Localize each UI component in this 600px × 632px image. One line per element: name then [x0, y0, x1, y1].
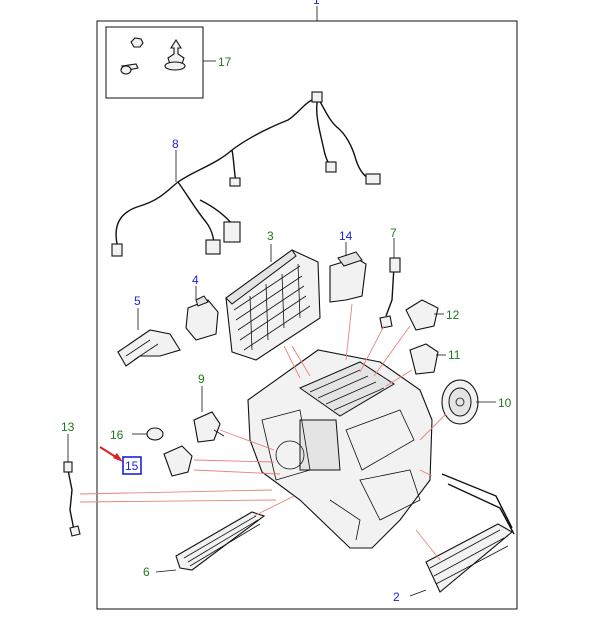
side-panel — [155, 511, 266, 573]
callout-11[interactable]: 11 — [448, 348, 461, 362]
callout-15-highlight — [122, 456, 142, 475]
clip-part — [130, 37, 144, 48]
diagram-frame — [96, 20, 518, 610]
callout-arrow — [99, 446, 123, 462]
heater-core — [409, 473, 515, 597]
callout-6[interactable]: 6 — [143, 565, 150, 579]
push-pin-part — [164, 38, 186, 71]
screw-part — [120, 63, 139, 75]
callout-8[interactable]: 8 — [172, 137, 179, 151]
callout-14[interactable]: 14 — [339, 229, 353, 243]
actuator-9 — [193, 386, 225, 443]
hvac-housing — [247, 349, 433, 549]
cable-13 — [63, 434, 81, 537]
callout-10[interactable]: 10 — [498, 396, 512, 410]
callout-4[interactable]: 4 — [192, 273, 199, 287]
duct-part — [117, 308, 181, 367]
actuator-15 — [163, 445, 193, 477]
wiring-harness — [111, 91, 381, 257]
callout-7[interactable]: 7 — [390, 226, 397, 240]
callout-15[interactable]: 15 — [125, 459, 139, 473]
callout-5[interactable]: 5 — [134, 294, 141, 308]
leader-lines — [79, 303, 447, 561]
grommet-part — [132, 427, 164, 441]
callout-17[interactable]: 17 — [218, 55, 232, 69]
fasteners-inset — [105, 26, 216, 99]
callout-2[interactable]: 2 — [393, 590, 400, 604]
evaporator-core — [225, 244, 321, 361]
actuator-12 — [405, 299, 444, 331]
actuator-11 — [409, 343, 446, 375]
callout-1[interactable]: 1 — [313, 0, 320, 7]
callout-12[interactable]: 12 — [446, 308, 460, 322]
bracket-part — [329, 242, 367, 303]
callout-9[interactable]: 9 — [198, 372, 205, 386]
callout-3[interactable]: 3 — [267, 229, 274, 243]
resistor-part — [185, 286, 219, 341]
sensor-part — [379, 238, 401, 329]
callout-13[interactable]: 13 — [61, 420, 75, 434]
blower-motor — [441, 379, 496, 425]
callout-labels: 1 2 3 4 5 6 7 8 9 10 11 12 13 14 15 16 1… — [61, 0, 512, 604]
callout-16[interactable]: 16 — [110, 428, 124, 442]
